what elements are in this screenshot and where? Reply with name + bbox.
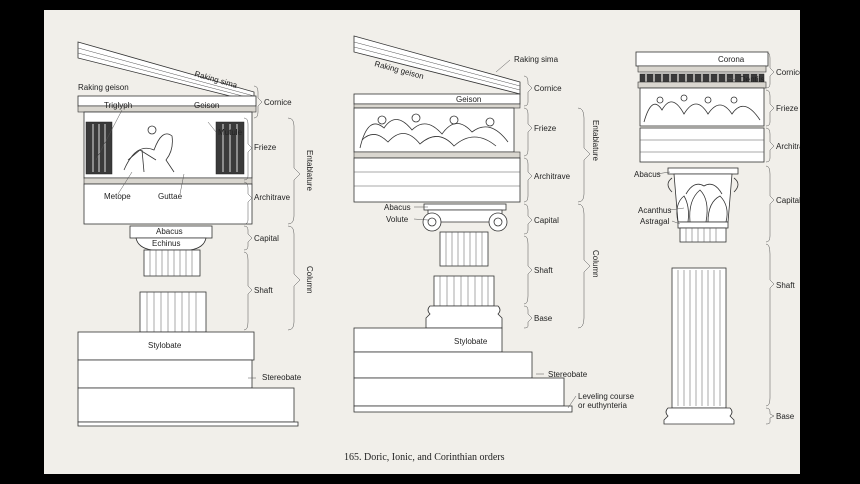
doric-bracket-shaft: Shaft [254, 286, 273, 295]
ionic-volute-right [488, 212, 508, 232]
doric-bracket-entablature: Entablature [305, 150, 314, 191]
doric-label-abacus: Abacus [156, 227, 183, 236]
doric-bracket-architrave: Architrave [254, 193, 291, 202]
corinthian-shaft-upper [679, 227, 727, 243]
ionic-label-stereobate: Stereobate [548, 370, 588, 379]
ionic-architrave [353, 157, 521, 203]
ionic-label-stylobate: Stylobate [454, 337, 488, 346]
corinthian-brackets: Cornice Frieze Architrave Capital Shaft … [765, 51, 800, 425]
doric-bracket-frieze: Frieze [254, 143, 277, 152]
ionic-shaft-lower [433, 275, 495, 307]
corinthian-bracket-base: Base [776, 412, 795, 421]
doric-label-guttae: Guttae [158, 192, 183, 201]
doric-bracket-column: Column [305, 266, 314, 294]
corinthian-label-dentils: Dentils [740, 75, 764, 84]
doric-metope-relief [123, 125, 175, 173]
ionic-label-leveling-2: or euthynteria [578, 401, 627, 410]
corinthian-order: Corona Dentils Abacus Acanthus Astragal … [634, 51, 800, 425]
corinthian-abacus [667, 167, 739, 175]
corinthian-bracket-frieze: Frieze [776, 104, 799, 113]
orders-diagram: Raking geison Raking sima Triglyph Geiso… [77, 35, 800, 463]
ionic-step-1 [353, 351, 533, 379]
doric-label-stylobate: Stylobate [148, 341, 182, 350]
corinthian-label-abacus: Abacus [634, 170, 661, 179]
ionic-bracket-entablature: Entablature [591, 120, 600, 161]
corinthian-corona [635, 51, 769, 67]
corinthian-bracket-shaft: Shaft [776, 281, 795, 290]
ionic-leader-lines [413, 59, 577, 409]
doric-bracket-capital: Capital [254, 234, 279, 243]
ionic-geison [353, 93, 521, 105]
ionic-frieze-relief [359, 113, 509, 149]
ionic-bracket-architrave: Architrave [534, 172, 571, 181]
doric-triglyphs [85, 121, 245, 175]
doric-label-geison: Geison [194, 101, 219, 110]
doric-order: Raking geison Raking sima Triglyph Geiso… [77, 41, 314, 427]
corinthian-acanthus-leaves [667, 177, 739, 223]
ionic-label-abacus: Abacus [384, 203, 411, 212]
diagram-plate: Raking geison Raking sima Triglyph Geiso… [44, 10, 800, 474]
ionic-bracket-base: Base [534, 314, 553, 323]
corinthian-bracket-cornice: Cornice [776, 68, 800, 77]
corinthian-bracket-capital: Capital [776, 196, 800, 205]
corinthian-leader-lines [655, 77, 737, 225]
doric-label-echinus: Echinus [152, 239, 180, 248]
ionic-leveling-course [353, 405, 573, 413]
ionic-bracket-column: Column [591, 250, 600, 278]
doric-bracket-cornice: Cornice [264, 98, 292, 107]
ionic-bracket-frieze: Frieze [534, 124, 557, 133]
doric-stylobate [77, 331, 255, 361]
ionic-bracket-cornice: Cornice [534, 84, 562, 93]
corinthian-label-corona: Corona [718, 55, 745, 64]
ionic-bracket-capital: Capital [534, 216, 559, 225]
corinthian-shaft [671, 267, 727, 409]
ionic-order: Raking sima Raking geison Geison Abacus … [353, 35, 635, 413]
doric-architrave [83, 183, 253, 225]
doric-step-2 [77, 387, 295, 423]
ionic-volute-left [422, 212, 442, 232]
doric-step-1 [77, 359, 253, 389]
ionic-abacus [423, 203, 507, 211]
ionic-label-volute: Volute [386, 215, 409, 224]
doric-shaft-upper [143, 249, 201, 277]
corinthian-capital [673, 173, 733, 223]
doric-shaft-lower [139, 291, 207, 333]
doric-label-mutule: Mutule [218, 128, 243, 137]
ionic-bracket-shaft: Shaft [534, 266, 553, 275]
ionic-label-geison: Geison [456, 95, 481, 104]
corinthian-bracket-architrave: Architrave [776, 142, 800, 151]
corinthian-frieze-relief [643, 94, 761, 123]
ionic-frieze [353, 107, 515, 153]
doric-label-triglyph: Triglyph [104, 101, 132, 110]
corinthian-astragal [677, 221, 729, 229]
corinthian-architrave [639, 127, 765, 163]
doric-leader-lines [95, 109, 256, 379]
ionic-label-raking-sima: Raking sima [514, 55, 559, 64]
corinthian-base [663, 407, 735, 425]
ionic-step-2 [353, 377, 565, 407]
doric-brackets: Cornice Frieze Architrave Capital Shaft … [243, 85, 314, 331]
ionic-brackets: Cornice Frieze Architrave Capital Shaft … [523, 75, 600, 329]
figure-caption: 165. Doric, Ionic, and Corinthian orders [344, 452, 505, 463]
doric-guttae [83, 177, 253, 185]
doric-label-raking-geison: Raking geison [78, 83, 129, 92]
ionic-base [425, 305, 503, 329]
doric-label-stereobate: Stereobate [262, 373, 302, 382]
ionic-label-leveling-1: Leveling course [578, 392, 635, 401]
corinthian-label-acanthus: Acanthus [638, 206, 671, 215]
doric-label-metope: Metope [104, 192, 131, 201]
corinthian-label-astragal: Astragal [640, 217, 670, 226]
